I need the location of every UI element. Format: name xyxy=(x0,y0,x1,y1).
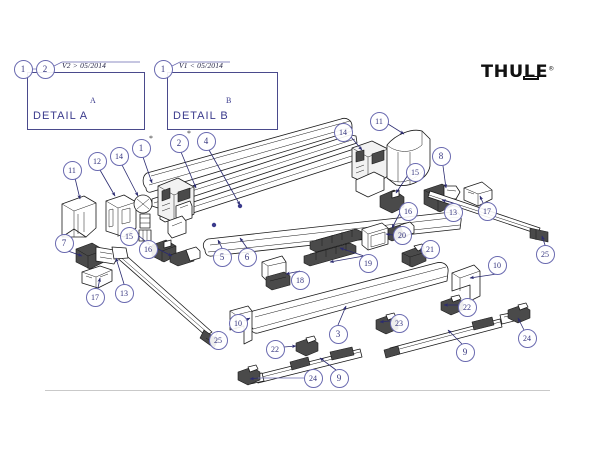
callout-bubble-6: 6 xyxy=(237,247,257,267)
detail-b-caption: DETAIL B xyxy=(173,110,229,122)
callout-bubble-21: 21 xyxy=(420,239,440,259)
callout-bubble-17: 17 xyxy=(85,287,105,307)
callout-bubble-13: 13 xyxy=(443,202,463,222)
right-end-cap-10-part xyxy=(451,264,481,302)
callout-bubble-3: 3 xyxy=(328,324,348,344)
callout-bubble-14: 14 xyxy=(109,146,129,166)
callout-bubble-23: 23 xyxy=(389,313,409,333)
callout-bubble-25: 25 xyxy=(208,330,228,350)
callout-bubble-2: 2 xyxy=(35,59,55,79)
callout-bubble-24: 24 xyxy=(517,328,537,348)
left-link-pin-part xyxy=(169,246,201,267)
callout-bubble-11: 11 xyxy=(369,111,389,131)
callout-asterisk: * xyxy=(187,129,191,138)
left-head-assembly-part xyxy=(157,177,195,239)
right-cover-part xyxy=(463,181,493,207)
callout-bubble-7: 7 xyxy=(54,233,74,253)
left-knob-part xyxy=(133,194,153,242)
callout-bubble-9: 9 xyxy=(329,368,349,388)
clip-assembly-part xyxy=(261,255,291,291)
callout-bubble-12: 12 xyxy=(87,151,107,171)
fixing-clip-24-left-part xyxy=(237,364,261,386)
callout-bubble-18: 18 xyxy=(290,270,310,290)
callout-bubble-5: 5 xyxy=(212,247,232,267)
callout-bubble-13: 13 xyxy=(114,283,134,303)
callout-bubble-19: 19 xyxy=(358,253,378,273)
thule-logo-underbar xyxy=(523,76,539,80)
detail-box-b xyxy=(167,72,278,130)
bottom-divider xyxy=(45,390,550,391)
callout-bubble-15: 15 xyxy=(405,162,425,182)
callout-bubble-11: 11 xyxy=(62,160,82,180)
callout-bubble-25: 25 xyxy=(535,244,555,264)
detail-box-a xyxy=(27,72,145,130)
callout-bubble-10: 10 xyxy=(487,255,507,275)
callout-bubble-20: 20 xyxy=(392,225,412,245)
detail-a-part-letter: A xyxy=(90,96,96,105)
registered-mark: ® xyxy=(548,65,555,73)
left-end-cap-part xyxy=(61,195,97,238)
thule-logo: THULE® xyxy=(481,62,555,82)
callout-bubble-16: 16 xyxy=(398,201,418,221)
callout-bubble-1: 1 xyxy=(131,138,151,158)
detail-b-part-letter: B xyxy=(226,96,232,105)
callout-bubble-22: 22 xyxy=(457,297,477,317)
callout-bubble-15: 15 xyxy=(119,226,139,246)
callout-bubble-24: 24 xyxy=(303,368,323,388)
callout-asterisk: * xyxy=(149,134,153,143)
block-spacer-part xyxy=(361,222,389,251)
detail-a-caption: DETAIL A xyxy=(33,110,89,122)
callout-bubble-10: 10 xyxy=(228,313,248,333)
leader-lines xyxy=(67,123,546,381)
callout-bubble-17: 17 xyxy=(477,201,497,221)
callout-bubble-16: 16 xyxy=(138,239,158,259)
callout-bubble-1: 1 xyxy=(13,59,33,79)
right-knob-part xyxy=(351,140,389,198)
fixing-clip-24-right-part xyxy=(507,302,531,324)
gas-strut-left-part xyxy=(247,346,363,385)
detail-a-version: V2 > 05/2014 xyxy=(62,61,107,70)
left-cover-part xyxy=(81,265,113,289)
callout-bubble-9: 9 xyxy=(455,342,475,362)
callout-bubble-22: 22 xyxy=(265,339,285,359)
callout-bubble-14: 14 xyxy=(333,122,353,142)
callout-bubble-1: 1 xyxy=(153,59,173,79)
front-profile-part xyxy=(142,118,353,193)
reference-dots xyxy=(211,203,243,228)
callout-bubble-8: 8 xyxy=(431,146,451,166)
callout-bubble-4: 4 xyxy=(196,131,216,151)
detail-b-version: V1 < 05/2014 xyxy=(179,61,224,70)
bracket-22-left-part xyxy=(295,335,319,357)
callout-bubble-2: 2 xyxy=(169,133,189,153)
